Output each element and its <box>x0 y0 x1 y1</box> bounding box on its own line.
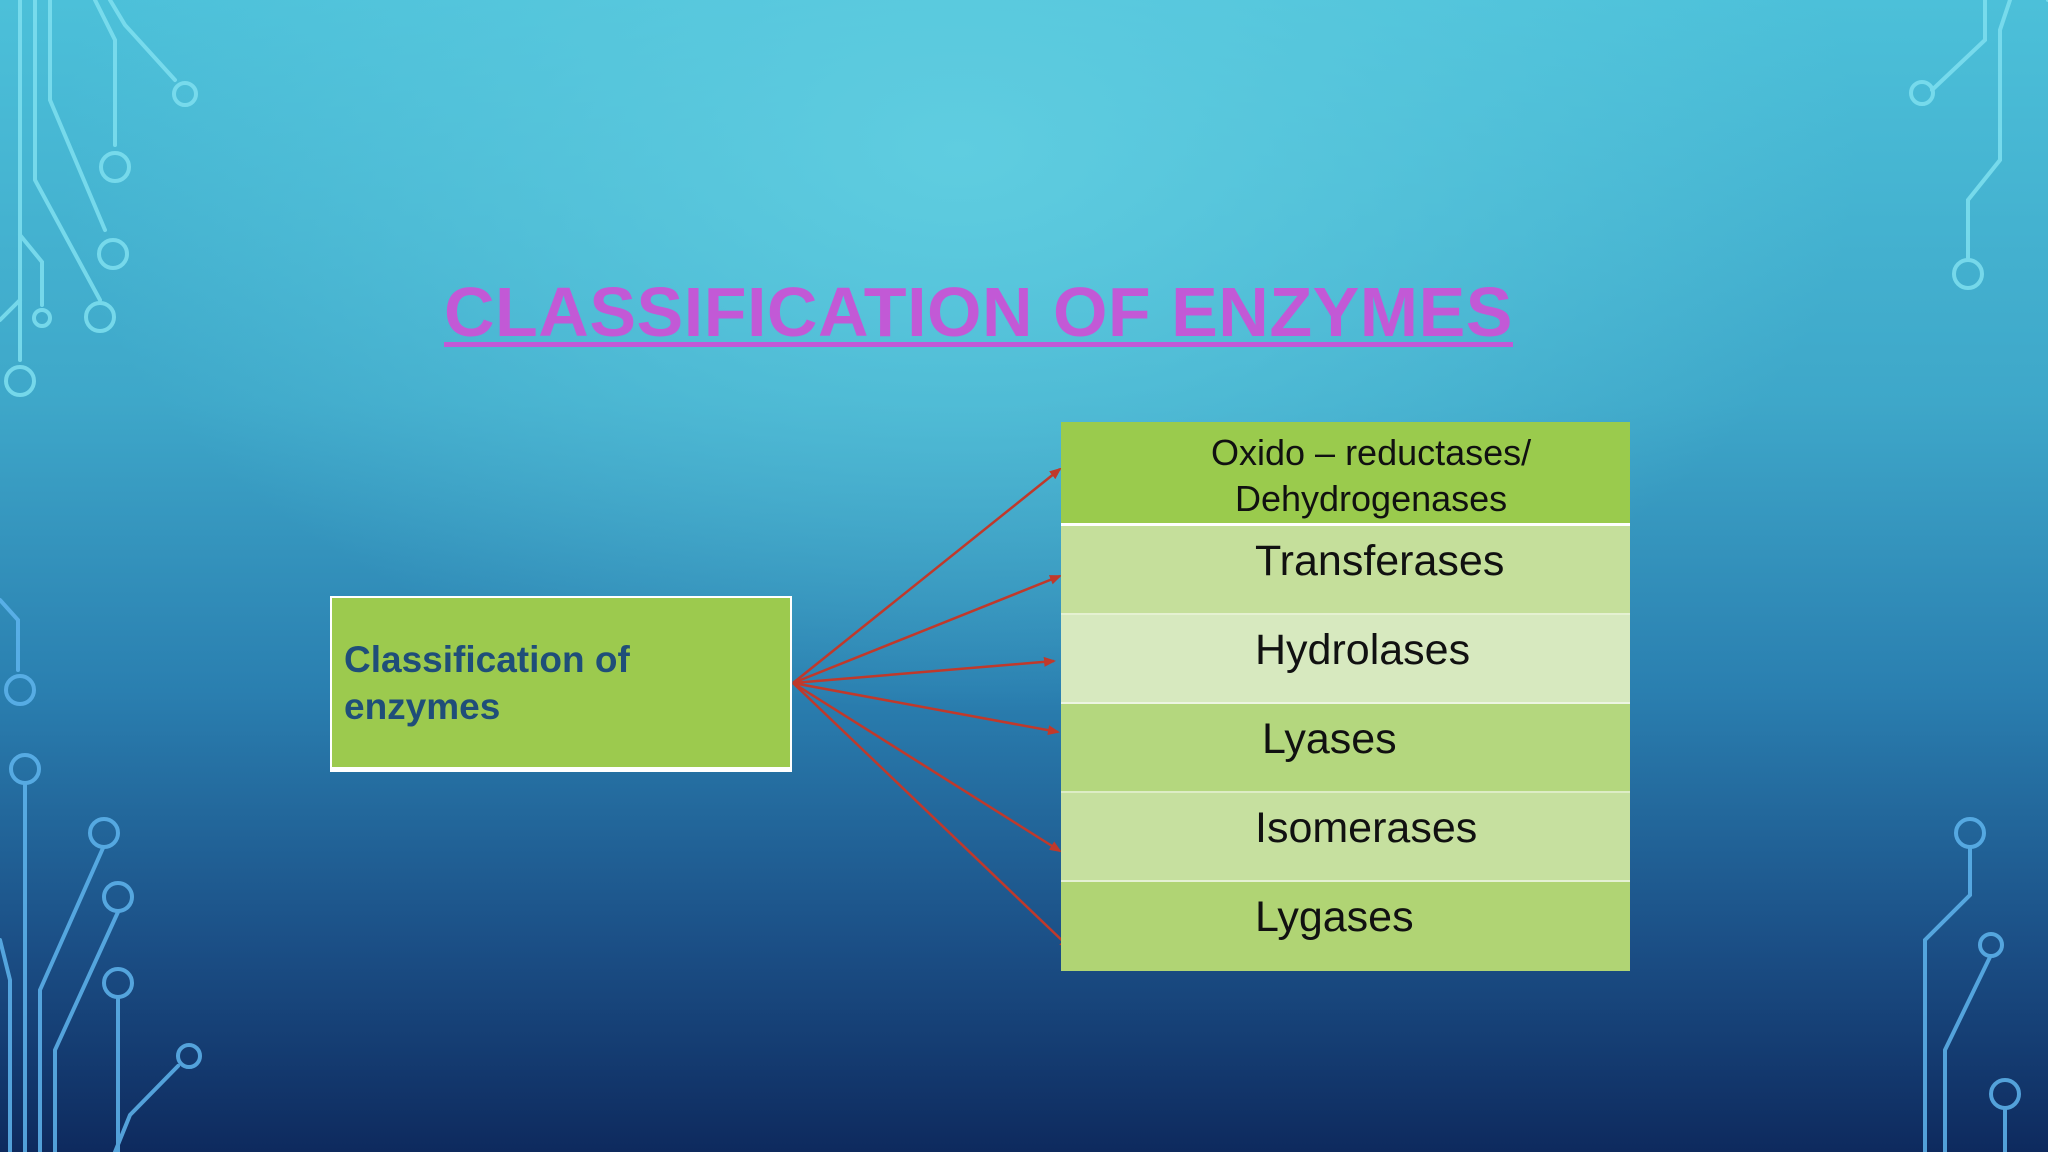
enzyme-class-list: Oxido – reductases/Dehydrogenases Transf… <box>1061 422 1630 971</box>
source-label: Classification of enzymes <box>344 636 684 730</box>
list-item-oxido-reductases: Oxido – reductases/Dehydrogenases <box>1061 422 1630 526</box>
arrow-to-transferases <box>793 576 1060 683</box>
arrow-to-oxido-reductases <box>793 469 1060 683</box>
list-item-lygases: Lygases <box>1061 882 1630 971</box>
arrow-to-hydrolases <box>793 661 1054 683</box>
list-item-transferases: Transferases <box>1061 526 1630 615</box>
list-item-label: Transferases <box>1255 536 1504 586</box>
list-item-label: Isomerases <box>1255 803 1477 853</box>
source-box: Classification of enzymes <box>330 596 792 772</box>
list-item-label: Lyases <box>1262 714 1397 764</box>
list-item-hydrolases: Hydrolases <box>1061 615 1630 704</box>
label-line-2: Dehydrogenases <box>1235 478 1507 519</box>
list-item-lyases: Lyases <box>1061 704 1630 793</box>
list-item-isomerases: Isomerases <box>1061 793 1630 882</box>
list-item-label: Lygases <box>1255 892 1414 942</box>
label-line-1: Oxido – reductases/ <box>1211 432 1531 473</box>
list-item-label: Hydrolases <box>1255 625 1470 675</box>
arrow-to-lygases <box>793 683 1070 948</box>
list-item-label: Oxido – reductases/Dehydrogenases <box>1211 430 1531 522</box>
